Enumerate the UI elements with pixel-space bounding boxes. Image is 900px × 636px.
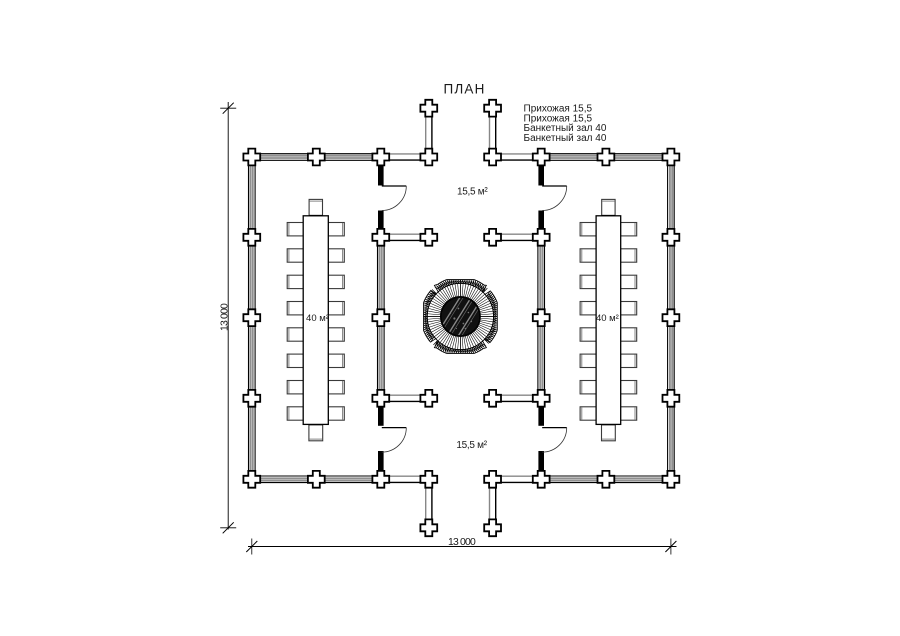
svg-text:Прихожая 15,5: Прихожая 15,5 xyxy=(524,113,593,124)
svg-text:40 м²: 40 м² xyxy=(596,313,619,324)
svg-text:ПЛАН: ПЛАН xyxy=(443,82,485,97)
svg-text:13 000: 13 000 xyxy=(448,537,476,548)
svg-text:Банкетный зал 40: Банкетный зал 40 xyxy=(524,133,607,144)
svg-text:15,5 м²: 15,5 м² xyxy=(456,440,487,451)
svg-text:13 000: 13 000 xyxy=(220,303,231,331)
svg-text:15,5 м²: 15,5 м² xyxy=(457,187,488,198)
svg-text:Банкетный зал 40: Банкетный зал 40 xyxy=(524,123,607,134)
svg-text:Прихожая 15,5: Прихожая 15,5 xyxy=(524,103,593,114)
svg-text:40 м²: 40 м² xyxy=(306,313,329,324)
